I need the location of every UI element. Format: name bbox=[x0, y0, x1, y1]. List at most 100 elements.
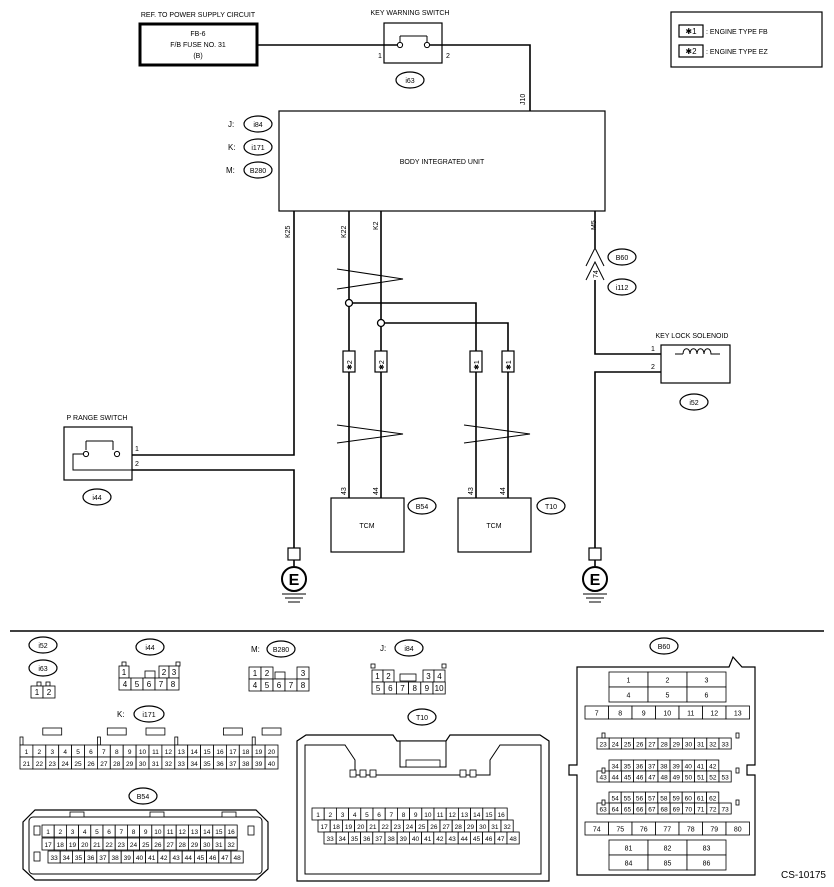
connector-tag-b54-text: B54 bbox=[416, 504, 429, 511]
conn-t10-inner bbox=[304, 744, 542, 875]
body-integrated-unit: BODY INTEGRATED UNIT J: i84 K: i171 M: B… bbox=[226, 110, 606, 212]
conn-i44-key bbox=[144, 670, 156, 679]
ground-right-symbol: E bbox=[590, 572, 601, 589]
conn-b60-tab bbox=[735, 767, 740, 774]
conn-b54-pin-5-label: 5 bbox=[95, 829, 99, 836]
conn-t10-pin-20-label: 20 bbox=[357, 824, 365, 831]
conn-i171-slot bbox=[97, 736, 101, 746]
conn-t10-marker bbox=[359, 769, 367, 778]
conn-b54-pin-1-label: 1 bbox=[46, 829, 50, 836]
conn-b60-pin-33-cell bbox=[718, 737, 732, 750]
conn-b54-pin-17-label: 17 bbox=[44, 842, 52, 849]
conn-b60-pin-58-label: 58 bbox=[660, 796, 668, 803]
conn-b60-pin-81-label: 81 bbox=[625, 846, 633, 853]
conn-b60-pin-25-label: 25 bbox=[624, 742, 632, 749]
tcm1-label: TCM bbox=[359, 523, 374, 530]
conn-i171-pin-2-label: 2 bbox=[38, 749, 42, 756]
conn-t10-pin-10-label: 10 bbox=[424, 812, 432, 819]
conn-t10-pin-2-label: 2 bbox=[328, 812, 332, 819]
conn-b54-pin-37-label: 37 bbox=[99, 855, 107, 862]
biu-conn-prefix-j: J: bbox=[228, 120, 234, 129]
conn-t10-pin-47-label: 47 bbox=[497, 836, 505, 843]
tcm1-pin-43: 43 bbox=[341, 487, 348, 495]
conn-i171-pin-40-label: 40 bbox=[268, 761, 276, 768]
conn-t10-pin-29-label: 29 bbox=[467, 824, 475, 831]
conn-b60-pin-27-label: 27 bbox=[648, 742, 656, 749]
conn-b60-pin-5-label: 5 bbox=[666, 693, 670, 700]
conn-t10-pin-37-label: 37 bbox=[375, 836, 383, 843]
conn-t10-pin-17-label: 17 bbox=[320, 824, 328, 831]
key-lock-solenoid-box bbox=[660, 344, 731, 384]
conn-b54-pin-29-label: 29 bbox=[191, 842, 199, 849]
conn-t10-marker bbox=[369, 769, 377, 778]
wire-k22-branch bbox=[349, 302, 477, 351]
conn-t10-pin-40-label: 40 bbox=[412, 836, 420, 843]
conn-t10-pin-35-label: 35 bbox=[351, 836, 359, 843]
conn-i171-pin-9-label: 9 bbox=[128, 749, 132, 756]
conn-b60-pin-72-label: 72 bbox=[709, 807, 717, 814]
conn-b280-pin-8-cell bbox=[296, 678, 310, 692]
conn-view-tag-i52-text: i52 bbox=[38, 643, 47, 650]
conn-b280-pin-6-label: 6 bbox=[277, 681, 282, 690]
conn-i171-pin-8-label: 8 bbox=[115, 749, 119, 756]
conn-i171-pin-31-label: 31 bbox=[152, 761, 160, 768]
conn-b54-pin-22-label: 22 bbox=[105, 842, 113, 849]
conn-b280-pin-3-label: 3 bbox=[301, 669, 306, 678]
conn-b60-pin-42-label: 42 bbox=[709, 764, 717, 771]
conn-t10-pin-16-label: 16 bbox=[497, 812, 505, 819]
conn-t10-pin-24-label: 24 bbox=[406, 824, 414, 831]
conn-view-tag-b60 bbox=[649, 637, 679, 655]
conn-b280-pin-5-label: 5 bbox=[265, 681, 270, 690]
conn-b54-pin-41-label: 41 bbox=[148, 855, 156, 862]
conn-b54-pin-13-label: 13 bbox=[191, 829, 199, 836]
conn-i63-pin-2 bbox=[42, 685, 56, 699]
engine-type-legend: ✱1 : ENGINE TYPE FB ✱2 : ENGINE TYPE EZ bbox=[670, 11, 823, 68]
conn-b54-pin-35-label: 35 bbox=[75, 855, 83, 862]
connector-tag-b54 bbox=[407, 497, 437, 515]
conn-i171-pin-32-label: 32 bbox=[165, 761, 173, 768]
conn-i84-pin-8-label: 8 bbox=[412, 684, 417, 693]
conn-i84-pin-4-label: 4 bbox=[437, 672, 442, 681]
conn-b60-pin-74-label: 74 bbox=[593, 827, 601, 834]
wire-p-range-pin2-to-ground bbox=[132, 469, 295, 548]
conn-b60-pin-34-label: 34 bbox=[611, 764, 619, 771]
conn-t10-pin-14-label: 14 bbox=[473, 812, 481, 819]
figure-code: CS-10175 bbox=[781, 870, 826, 881]
conn-i63-pin-1-label: 1 bbox=[35, 688, 40, 697]
ground-right-terminal bbox=[588, 547, 602, 561]
conn-b60-pin-82-label: 82 bbox=[664, 846, 672, 853]
conn-b54-pin-36-label: 36 bbox=[87, 855, 95, 862]
ground-left-symbol: E bbox=[289, 572, 300, 589]
conn-view-tag-b54 bbox=[128, 787, 158, 805]
conn-i171-pin-20-label: 20 bbox=[268, 749, 276, 756]
conn-i44-pin-2-label: 2 bbox=[162, 668, 167, 677]
connector-tag-t10-text: T10 bbox=[545, 504, 557, 511]
power-ref-line3: (B) bbox=[193, 53, 202, 60]
conn-t10-marker bbox=[349, 769, 357, 778]
key-warning-switch: KEY WARNING SWITCH 1 2 i63 bbox=[371, 10, 450, 89]
conn-b60-pin-51-label: 51 bbox=[697, 775, 705, 782]
conn-view-prefix-i171: K: bbox=[117, 710, 125, 719]
conn-b54-pin-28-label: 28 bbox=[179, 842, 187, 849]
conn-i44-pin-8-cell bbox=[166, 677, 180, 691]
conn-t10-latch-tab bbox=[405, 759, 441, 768]
conn-b60-pin-38-label: 38 bbox=[660, 764, 668, 771]
conn-i171-pin-27-label: 27 bbox=[100, 761, 108, 768]
conn-t10-pin-3-label: 3 bbox=[341, 812, 345, 819]
junction-pin-74: 74 bbox=[593, 270, 600, 278]
conn-i171-pin-16-label: 16 bbox=[216, 749, 224, 756]
conn-i44-latch-right bbox=[175, 661, 181, 667]
twisted-pair-symbol-top bbox=[336, 268, 404, 290]
conn-t10-marker bbox=[459, 769, 467, 778]
conn-b54-pin-18-label: 18 bbox=[57, 842, 65, 849]
conn-b60-pin-83-label: 83 bbox=[703, 846, 711, 853]
conn-b60-pin-76-label: 76 bbox=[640, 827, 648, 834]
conn-b60-pin-65-label: 65 bbox=[624, 807, 632, 814]
conn-b54-pin-34-label: 34 bbox=[63, 855, 71, 862]
